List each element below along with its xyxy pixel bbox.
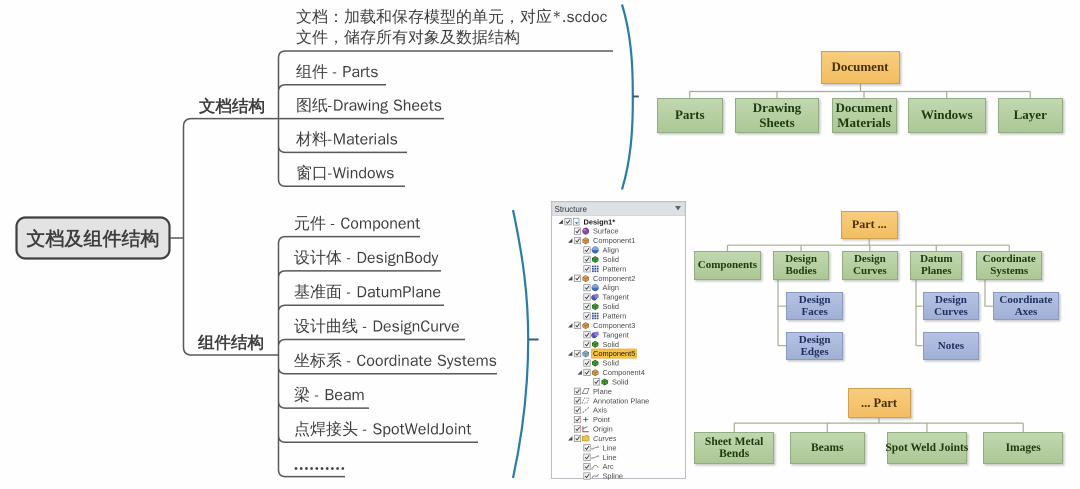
svg-text:Line: Line	[603, 453, 617, 462]
svg-text:Pattern: Pattern	[603, 312, 627, 321]
svg-text:Structure: Structure	[555, 205, 588, 214]
svg-text:Tangent: Tangent	[603, 293, 629, 302]
svg-text:Curves: Curves	[593, 434, 617, 443]
svg-text:Plane: Plane	[593, 387, 612, 396]
svg-text:Align: Align	[603, 246, 619, 255]
svg-text:Point: Point	[593, 415, 610, 424]
svg-text:Solid: Solid	[603, 340, 619, 349]
svg-text:Solid: Solid	[603, 255, 619, 264]
svg-text:Line: Line	[603, 443, 617, 452]
svg-text:Component3: Component3	[593, 321, 635, 330]
svg-text:Component5: Component5	[593, 349, 635, 358]
svg-text:Align: Align	[603, 283, 619, 292]
svg-text:Component2: Component2	[593, 274, 635, 283]
svg-text:Pattern: Pattern	[603, 264, 627, 273]
svg-text:Surface: Surface	[593, 227, 618, 236]
svg-text:Design1*: Design1*	[584, 217, 616, 226]
svg-text:Tangent: Tangent	[603, 330, 629, 339]
svg-text:Spline: Spline	[603, 472, 624, 481]
svg-text:Arc: Arc	[603, 462, 614, 471]
svg-text:Axis: Axis	[593, 406, 607, 415]
svg-text:Annotation Plane: Annotation Plane	[593, 396, 649, 405]
svg-text:Solid: Solid	[612, 377, 628, 386]
svg-text:Origin: Origin	[593, 425, 613, 434]
svg-text:Component4: Component4	[603, 368, 645, 377]
svg-text:Component1: Component1	[593, 236, 635, 245]
svg-text:Solid: Solid	[603, 359, 619, 368]
svg-text:Solid: Solid	[603, 302, 619, 311]
